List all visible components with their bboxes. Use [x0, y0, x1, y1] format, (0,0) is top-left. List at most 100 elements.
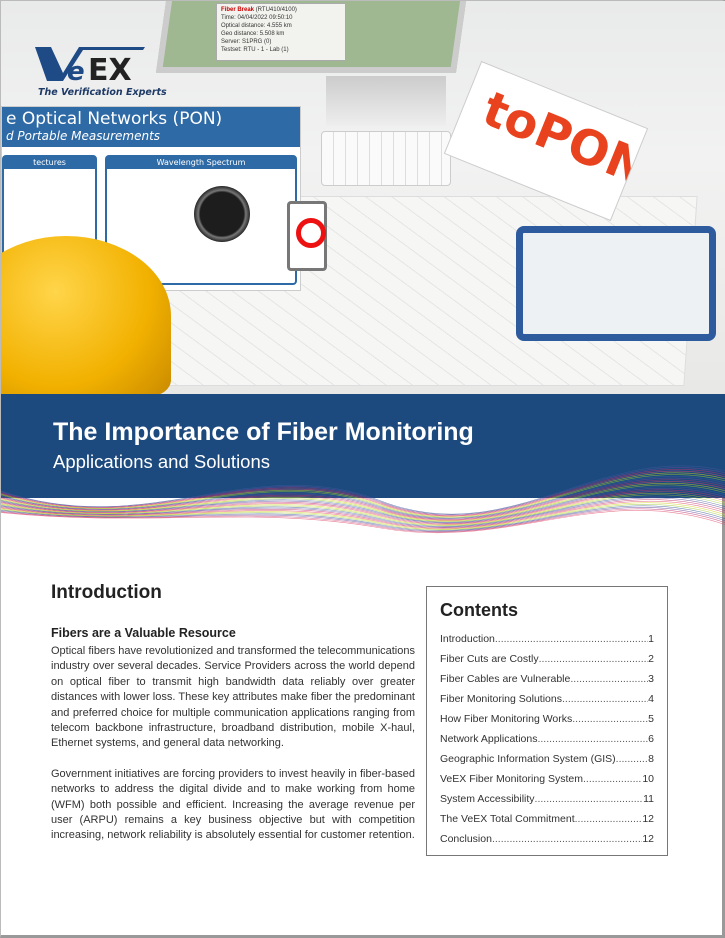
toc-entry[interactable]: Geographic Information System (GIS) 8	[440, 749, 654, 769]
wave-line	[1, 508, 725, 533]
toc-leader	[492, 829, 642, 849]
table-of-contents: Contents Introduction1Fiber Cuts are Cos…	[426, 586, 668, 856]
toc-entry[interactable]: Fiber Monitoring Solutions 4	[440, 689, 654, 709]
toc-entry[interactable]: The VeEX Total Commitment 12	[440, 809, 654, 829]
toc-leader	[495, 629, 648, 649]
toc-entry[interactable]: Introduction1	[440, 629, 654, 649]
wave-line	[1, 502, 725, 530]
wave-line	[1, 484, 725, 522]
toc-label[interactable]: Fiber Cables are Vulnerable	[440, 673, 571, 685]
wave-line	[1, 481, 725, 521]
toc-label[interactable]: System Accessibility	[440, 793, 535, 805]
toc-label[interactable]: The VeEX Total Commitment	[440, 813, 575, 825]
toc-entry[interactable]: Fiber Cables are Vulnerable 3	[440, 669, 654, 689]
wave-line	[1, 500, 725, 529]
popup-line: (RTU410/4100)	[255, 7, 297, 13]
popup-line: Testset: RTU - 1 - Lab (1)	[221, 47, 289, 53]
toc-entry[interactable]: System Accessibility11	[440, 789, 654, 809]
toc-leader	[616, 749, 649, 769]
wave-line	[1, 475, 725, 519]
wave-line	[1, 491, 725, 525]
toc-entry[interactable]: Fiber Cuts are Costly 2	[440, 649, 654, 669]
intro-paragraph: Optical fibers have revolutionized and t…	[51, 645, 415, 750]
toc-label[interactable]: How Fiber Monitoring Works	[440, 713, 573, 725]
panel-header: tectures	[4, 157, 95, 169]
toc-page: 3	[648, 673, 654, 685]
toc-page: 2	[648, 653, 654, 665]
svg-text:e: e	[67, 57, 85, 83]
wave-line	[1, 507, 725, 532]
toc-entry[interactable]: How Fiber Monitoring Works5	[440, 709, 654, 729]
popup-line: Geo distance: 5.508 km	[221, 31, 285, 37]
toc-entry[interactable]: Conclusion 12	[440, 829, 654, 849]
wave-line	[1, 474, 725, 518]
wave-line	[1, 499, 725, 529]
toc-leader	[575, 809, 643, 829]
toc-page: 12	[642, 813, 654, 825]
toc-page: 8	[648, 753, 654, 765]
wave-line	[1, 479, 725, 520]
wave-line	[1, 470, 725, 517]
toc-leader	[570, 669, 648, 689]
wave-line	[1, 505, 725, 531]
wave-line	[1, 487, 725, 524]
toc-leader	[583, 769, 642, 789]
keyboard	[321, 131, 451, 186]
fiber-break-popup: Fiber Break (RTU410/4100) Time: 04/04/20…	[216, 3, 346, 61]
toc-label[interactable]: Network Applications	[440, 733, 538, 745]
document-subtitle: Applications and Solutions	[53, 451, 271, 472]
hard-hat	[1, 236, 171, 394]
document-title: The Importance of Fiber Monitoring	[53, 418, 474, 446]
toc-leader	[537, 729, 648, 749]
toc-page: 6	[648, 733, 654, 745]
toc-leader	[562, 689, 648, 709]
wave-line	[1, 486, 725, 523]
wave-line	[1, 472, 725, 518]
poster-header: e Optical Networks (PON) d Portable Meas…	[2, 107, 300, 147]
toc-leader	[572, 709, 648, 729]
toc-label[interactable]: Fiber Monitoring Solutions	[440, 693, 562, 705]
wave-line	[1, 465, 725, 515]
toc-leader	[539, 649, 649, 669]
wave-line	[1, 494, 725, 527]
toc-label[interactable]: Introduction	[440, 633, 495, 645]
veex-logo: e EX	[35, 47, 145, 83]
wave-line	[1, 496, 725, 527]
contents-heading: Contents	[440, 600, 518, 620]
poster-title: e Optical Networks (PON)	[6, 109, 223, 129]
wave-line	[1, 469, 725, 516]
wave-line	[1, 482, 725, 522]
toc-leader	[535, 789, 644, 809]
smartphone	[287, 201, 327, 271]
toc-entry[interactable]: Network Applications 6	[440, 729, 654, 749]
wave-line	[1, 510, 725, 534]
section-subheading: Fibers are a Valuable Resource	[51, 626, 236, 640]
cover-photo: Fiber Break (RTU410/4100) Time: 04/04/20…	[1, 1, 725, 394]
coffee-cup	[194, 186, 250, 242]
toc-entry[interactable]: VeEX Fiber Monitoring System 10	[440, 769, 654, 789]
panel-header: Wavelength Spectrum	[107, 157, 295, 169]
wave-line	[1, 489, 725, 524]
toc-label[interactable]: Conclusion	[440, 833, 492, 845]
poster-subtitle: d Portable Measurements	[6, 129, 161, 143]
wave-line	[1, 497, 725, 528]
toc-page: 12	[642, 833, 654, 845]
toc-label[interactable]: Geographic Information System (GIS)	[440, 753, 616, 765]
wave-line	[1, 504, 725, 531]
intro-paragraph: Government initiatives are forcing provi…	[51, 767, 415, 842]
toc-label[interactable]: Fiber Cuts are Costly	[440, 653, 539, 665]
toc-page: 4	[648, 693, 654, 705]
toc-page: 10	[642, 773, 654, 785]
decorative-waves	[1, 465, 725, 534]
monitor-stand	[326, 76, 446, 126]
wave-line	[1, 477, 725, 520]
popup-line: Optical distance: 4.555 km	[221, 23, 292, 29]
wave-line	[1, 467, 725, 516]
svg-text:EX: EX	[88, 53, 132, 83]
popup-line: Server: S1PRG (0)	[221, 39, 272, 45]
wave-line	[1, 492, 725, 526]
tablet	[516, 226, 716, 341]
toc-label[interactable]: VeEX Fiber Monitoring System	[440, 773, 583, 785]
tagline: The Verification Experts	[38, 87, 167, 98]
